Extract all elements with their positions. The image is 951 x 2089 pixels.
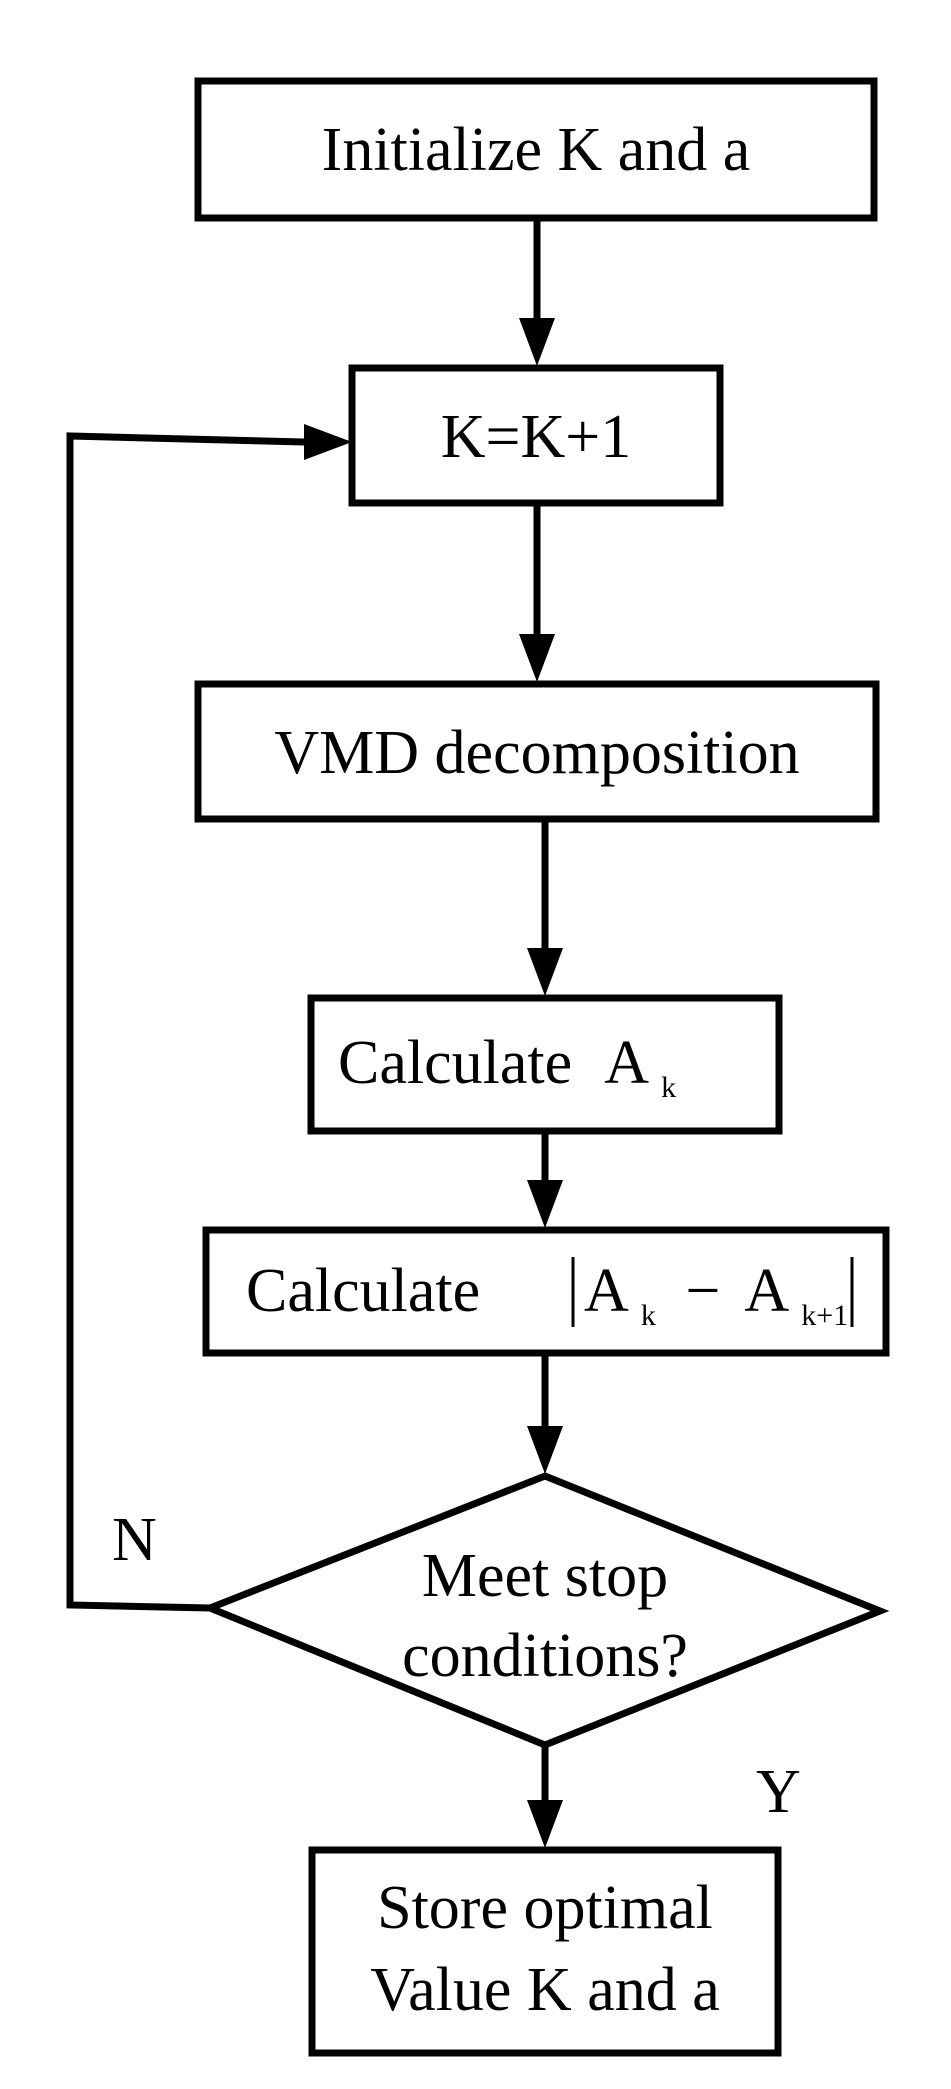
step-calculate-a-box: [307, 994, 783, 1135]
step-vmd: VMD decomposition: [194, 680, 880, 823]
step-calculate-diff-box: [202, 1226, 890, 1357]
step-calculate-diff-label: Calculate: [246, 1257, 480, 1325]
arrowhead-store: [527, 1800, 563, 1848]
arrowhead-vmd: [519, 634, 555, 682]
arrowhead-loop-back: [304, 424, 352, 460]
arrowhead-calc-diff: [527, 1180, 563, 1228]
arrowhead-calc-a: [527, 948, 563, 996]
step-calculate-a-label: Calculate A k: [338, 1029, 676, 1104]
calc-a-prefix: Calculate: [338, 1029, 572, 1097]
step-increment-label: K=K+1: [441, 403, 631, 471]
calc-a-subscript: k: [661, 1071, 676, 1104]
step-increment: K=K+1: [348, 364, 724, 507]
calc-diff-subscript-2: k+1: [801, 1299, 848, 1332]
step-store: Store optimal Value K and a: [308, 1846, 782, 2057]
calc-diff-symbol-1: A: [584, 1257, 629, 1325]
calc-diff-expression: A k − A k+1: [584, 1257, 848, 1339]
calc-a-symbol: A: [604, 1029, 649, 1097]
step-vmd-box: [194, 680, 880, 823]
step-initialize-box: [194, 77, 878, 222]
step-store-label-line1: Store optimal: [377, 1874, 713, 1942]
arrowhead-decision: [527, 1426, 563, 1474]
step-vmd-label: VMD decomposition: [274, 719, 799, 787]
step-store-box: [308, 1846, 782, 2057]
step-initialize-label: Initialize K and a: [322, 116, 751, 184]
calc-diff-prefix: Calculate: [246, 1257, 480, 1325]
loop-back-line: [66, 432, 305, 1612]
step-initialize: Initialize K and a: [194, 77, 878, 222]
arrowhead-increment: [519, 318, 555, 366]
step-store-label-line2: Value K and a: [370, 1956, 719, 2024]
branch-label-no: N: [112, 1506, 157, 1574]
step-calculate-a: Calculate A k: [307, 994, 783, 1135]
decision-stop: Meet stop conditions?: [200, 1472, 890, 1749]
calc-diff-operator: −: [685, 1257, 720, 1325]
step-calculate-diff: Calculate A k − A k+1: [202, 1226, 890, 1357]
step-increment-box: [348, 364, 724, 507]
decision-label-line1: Meet stop: [422, 1542, 668, 1610]
calc-diff-subscript-1: k: [641, 1299, 656, 1332]
branch-label-yes: Y: [756, 1758, 801, 1826]
calc-diff-symbol-2: A: [744, 1257, 789, 1325]
decision-label-line2: conditions?: [402, 1622, 688, 1690]
decision-diamond: [200, 1472, 890, 1749]
